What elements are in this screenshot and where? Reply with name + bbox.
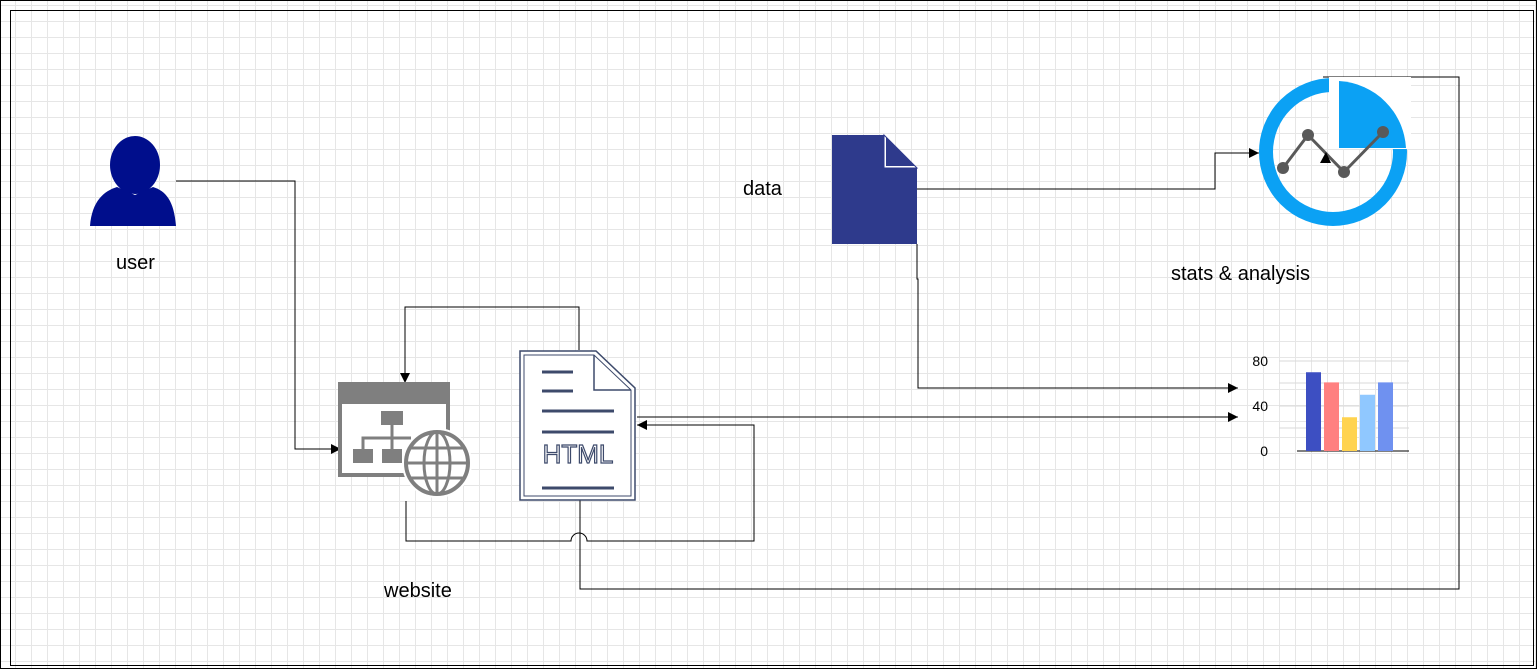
mini-chart-bar (1342, 417, 1357, 451)
data-label: data (743, 178, 782, 200)
connector-user-to-website[interactable] (176, 180, 341, 454)
user-icon[interactable] (90, 136, 176, 226)
bar-chart-icon[interactable]: 80 40 0 (1252, 353, 1409, 459)
connector-stats-to-html[interactable] (575, 76, 1460, 590)
connector-data-to-chart[interactable] (916, 244, 1238, 393)
connector-html-to-website[interactable] (400, 306, 580, 383)
mini-chart-tick-label: 40 (1252, 398, 1268, 414)
stats-analysis-icon[interactable] (1259, 77, 1411, 226)
mini-chart-tick-label: 0 (1260, 443, 1268, 459)
website-sitemap-globe-icon[interactable] (338, 382, 472, 498)
connector-data-to-stats[interactable] (917, 148, 1259, 190)
website-label: website (384, 580, 452, 602)
stats-label: stats & analysis (1171, 263, 1310, 285)
mini-chart-bar (1324, 382, 1339, 451)
mini-chart-tick-label: 80 (1252, 353, 1268, 369)
user-label: user (116, 252, 155, 274)
mini-chart-bar (1360, 394, 1375, 451)
data-document-icon[interactable] (832, 133, 919, 244)
mini-chart-bar (1378, 382, 1393, 451)
html-doc-text: HTML (543, 439, 614, 469)
html-document-icon[interactable]: HTML (519, 350, 636, 501)
mini-chart-bar (1306, 372, 1321, 451)
